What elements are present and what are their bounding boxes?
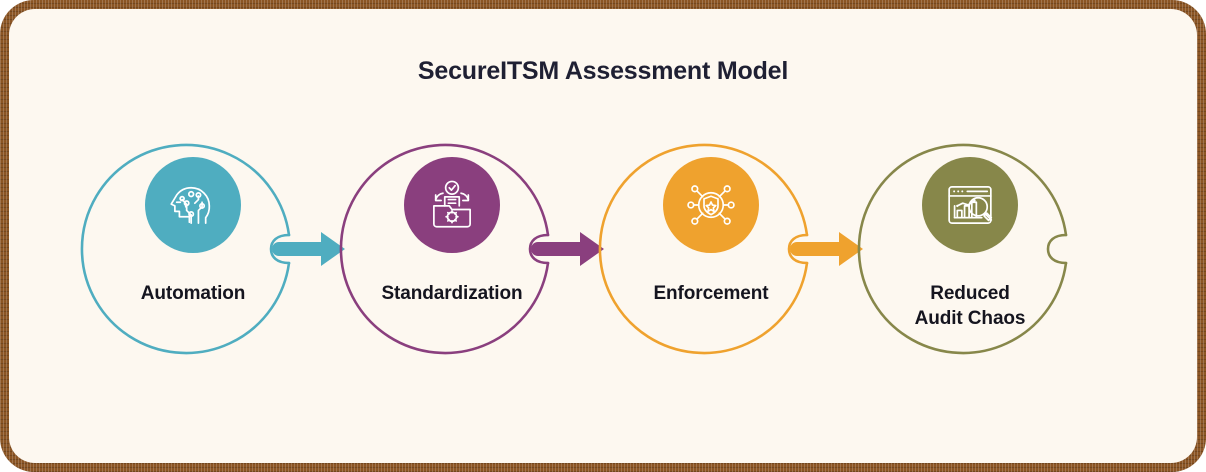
stage-label-text: Standardization xyxy=(381,283,523,304)
stage-label-standardization: Standardization xyxy=(334,281,570,306)
stage-label-enforcement: Enforcement xyxy=(593,281,829,306)
process-flow: Automation xyxy=(9,131,1197,381)
stage-ring-reduced-audit-chaos xyxy=(857,143,1068,355)
stage-reduced-audit-chaos[interactable]: Reduced Audit Chaos xyxy=(852,131,1088,367)
card-surface: SecureITSM Assessment Model xyxy=(9,9,1197,463)
stage-enforcement[interactable]: Enforcement xyxy=(593,131,863,367)
stage-label-automation: Automation xyxy=(75,281,311,306)
stage-icon-badge-standardization xyxy=(404,157,500,253)
stage-label-text-line2: Audit Chaos xyxy=(914,308,1026,330)
ai-head-circuit-icon xyxy=(170,186,211,224)
folder-check-gear-icon xyxy=(433,180,471,228)
stage-icon-badge-enforcement xyxy=(663,157,759,253)
stage-icon-badge-automation xyxy=(145,157,241,253)
shield-star-network-icon xyxy=(687,185,735,225)
stage-standardization[interactable]: Standardization xyxy=(334,131,604,367)
analytics-magnifier-icon xyxy=(948,186,993,224)
stage-label-text: Enforcement xyxy=(653,283,769,304)
stage-label-text-line1: Reduced xyxy=(930,283,1010,304)
page-title: SecureITSM Assessment Model xyxy=(417,57,789,85)
stage-label-text: Automation xyxy=(140,283,246,304)
stage-automation[interactable]: Automation xyxy=(75,131,345,367)
stage-icon-badge-reduced-audit-chaos xyxy=(922,157,1018,253)
stage-label-reduced-audit-chaos: Reduced Audit Chaos xyxy=(852,281,1088,331)
